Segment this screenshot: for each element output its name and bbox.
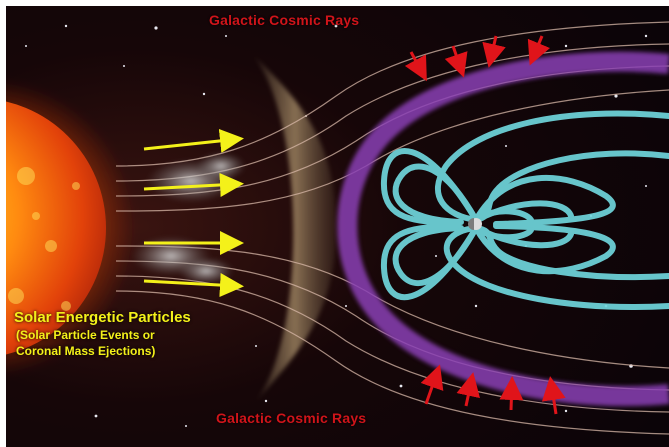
particles-label-sub2: Coronal Mass Ejections): [16, 344, 156, 358]
cosmic-ray-arrow: [456, 372, 480, 407]
earth-icon: [468, 218, 482, 230]
cosmic-ray-arrow: [482, 35, 506, 68]
cosmic-ray-arrow: [420, 364, 444, 405]
cosmic-ray-arrow: [499, 376, 524, 411]
solar-wind-arrows: [143, 128, 244, 298]
cosmic-ray-arrows-bottom: [420, 364, 566, 415]
particles-label-sub1: (Solar Particle Events or: [16, 328, 155, 342]
cosmic-ray-arrows-top: [404, 35, 550, 82]
sun-icon: [6, 79, 136, 377]
solar-wind-arrow: [143, 172, 244, 197]
cosmic-ray-arrow: [541, 376, 566, 415]
cosmic-ray-arrow: [444, 45, 468, 78]
cosmic-ray-arrow: [404, 51, 427, 82]
particles-label-title: Solar Energetic Particles: [14, 309, 191, 326]
solar-wind-arrow: [143, 128, 244, 153]
solar-wind-arrow: [143, 273, 244, 298]
magnetosphere-field-lines: [380, 110, 669, 310]
cosmic-ray-arrow: [527, 35, 550, 66]
cosmic-rays-label-bottom: Galactic Cosmic Rays: [216, 410, 367, 426]
cosmic-rays-label-top: Galactic Cosmic Rays: [209, 12, 360, 28]
diagram-canvas: [6, 6, 669, 447]
bow-shock: [254, 56, 336, 401]
space-weather-diagram: Galactic Cosmic Rays Galactic Cosmic Ray…: [6, 6, 669, 447]
